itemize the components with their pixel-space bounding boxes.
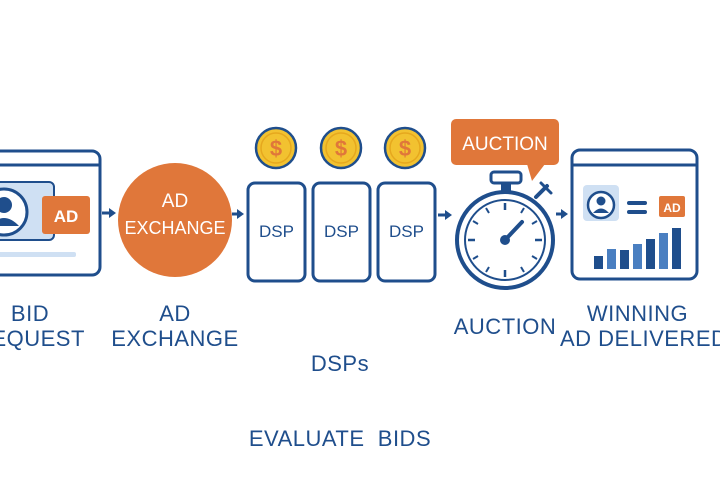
dsp-card bbox=[376, 181, 437, 283]
winning-ad-caption: WINNING AD DELIVERED bbox=[560, 301, 720, 351]
stopwatch-icon bbox=[455, 170, 555, 290]
arrow-icon bbox=[102, 208, 116, 218]
ad-badge-label: AD bbox=[54, 207, 79, 226]
winning-ad-window: AD bbox=[570, 148, 699, 281]
ad-exchange-caption-line1: AD bbox=[159, 301, 191, 326]
dsp-card bbox=[246, 181, 307, 283]
auction-speech-bubble: AUCTION bbox=[451, 119, 559, 181]
auction-bubble-label: AUCTION bbox=[462, 134, 548, 155]
text-line bbox=[0, 252, 76, 257]
dollar-coin-icon: $ bbox=[254, 126, 298, 170]
coin-symbol: $ bbox=[335, 136, 347, 161]
ad-exchange-caption-line2: EXCHANGE bbox=[111, 326, 239, 351]
winning-ad-caption-line2: AD DELIVERED bbox=[560, 326, 720, 351]
dsps-evaluate-caption-line1: DSPs bbox=[310, 351, 370, 376]
ad-exchange-circle-line2: EXCHANGE bbox=[124, 218, 225, 238]
dsps-evaluate-caption: DSPs EVALUATE BIDS bbox=[245, 301, 435, 501]
bid-request-caption-line1: BID bbox=[10, 301, 50, 326]
dsp-card-label: DSP bbox=[389, 222, 424, 241]
dollar-coin-icon: $ bbox=[383, 126, 427, 170]
text-line bbox=[627, 210, 647, 214]
coin-symbol: $ bbox=[270, 136, 282, 161]
diagram-canvas: AD AD EXCHANGE $ $ bbox=[0, 119, 699, 290]
bar-chart-icon bbox=[594, 228, 681, 269]
arrow-icon bbox=[232, 209, 244, 219]
winning-ad-caption-line1: WINNING bbox=[586, 301, 689, 326]
arrow-icon bbox=[556, 209, 568, 219]
user-avatar-icon bbox=[586, 190, 616, 220]
user-avatar-icon bbox=[0, 187, 29, 237]
auction-caption-line1: AUCTION bbox=[453, 314, 557, 339]
ad-exchange-circle-line1: AD bbox=[162, 191, 188, 212]
bid-request-caption: BID REQUEST bbox=[0, 301, 100, 351]
dsp-card bbox=[311, 181, 372, 283]
dsps-evaluate-caption-line2: EVALUATE BIDS bbox=[248, 426, 432, 451]
rtb-flow-diagram: AD AD EXCHANGE $ $ bbox=[0, 119, 720, 451]
dsp-card-label: DSP bbox=[259, 222, 294, 241]
dsp-group: $ $ $ DSP DSP DSP bbox=[246, 126, 437, 283]
ad-badge bbox=[42, 196, 90, 234]
ad-badge bbox=[659, 196, 685, 217]
ad-badge-label: AD bbox=[663, 201, 681, 215]
auction-caption: AUCTION bbox=[445, 314, 565, 339]
ad-exchange-circle: AD EXCHANGE bbox=[118, 163, 232, 277]
coin-symbol: $ bbox=[399, 136, 411, 161]
bid-request-caption-line2: REQUEST bbox=[0, 326, 85, 351]
bid-request-window: AD bbox=[0, 149, 102, 277]
dsp-card-label: DSP bbox=[324, 222, 359, 241]
arrow-icon bbox=[438, 210, 452, 220]
dollar-coin-icon: $ bbox=[319, 126, 363, 170]
ad-exchange-caption: AD EXCHANGE bbox=[105, 301, 245, 351]
text-line bbox=[627, 201, 647, 205]
